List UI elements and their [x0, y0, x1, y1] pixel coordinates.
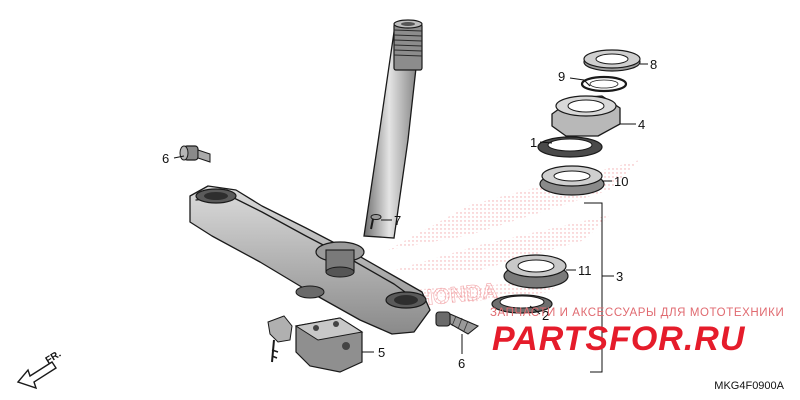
dust-seal-part-2 — [491, 294, 553, 314]
leader-lines — [173, 63, 648, 373]
callout-3: 3 — [616, 269, 623, 284]
callout-9: 9 — [558, 69, 565, 84]
callout-8: 8 — [650, 57, 657, 72]
adjusting-nut-part-4 — [551, 95, 621, 137]
front-direction-label: FR. — [44, 349, 64, 367]
callout-7: 7 — [394, 213, 401, 228]
callout-labels: 8 9 4 1 10 11 3 2 7 6 6 5 — [162, 57, 657, 371]
watermark: ЗАПЧАСТИ И АКСЕССУАРЫ ДЛЯ МОТОТЕХНИКИ PA… — [490, 307, 784, 358]
steering-lock-part-5 — [267, 315, 364, 373]
callout-1: 1 — [530, 135, 537, 150]
lock-washer-part-9 — [580, 75, 628, 93]
bearing-part-10 — [539, 165, 605, 196]
callout-4: 4 — [638, 117, 645, 132]
screw-part-7 — [370, 214, 382, 230]
callout-5: 5 — [378, 345, 385, 360]
bolt-part-6-upper — [179, 145, 211, 163]
bottom-bridge — [189, 185, 431, 335]
bearing-part-11 — [503, 254, 569, 289]
lock-nut-part-8 — [583, 49, 641, 72]
front-direction-indicator: FR. — [16, 349, 64, 390]
dust-seal-part-1 — [537, 136, 603, 158]
watermark-brand: PARTSFOR.RU — [492, 320, 746, 358]
callout-2: 2 — [542, 308, 549, 323]
callout-6-lower: 6 — [458, 356, 465, 371]
watermark-tagline: ЗАПЧАСТИ И АКСЕССУАРЫ ДЛЯ МОТОТЕХНИКИ — [490, 307, 784, 319]
bolt-part-6-lower — [435, 311, 480, 335]
diagram-code: MKG4F0900A — [714, 380, 784, 392]
steering-stem — [363, 19, 423, 239]
callout-10: 10 — [614, 174, 628, 189]
callout-6-upper: 6 — [162, 151, 169, 166]
callout-11: 11 — [578, 263, 592, 278]
